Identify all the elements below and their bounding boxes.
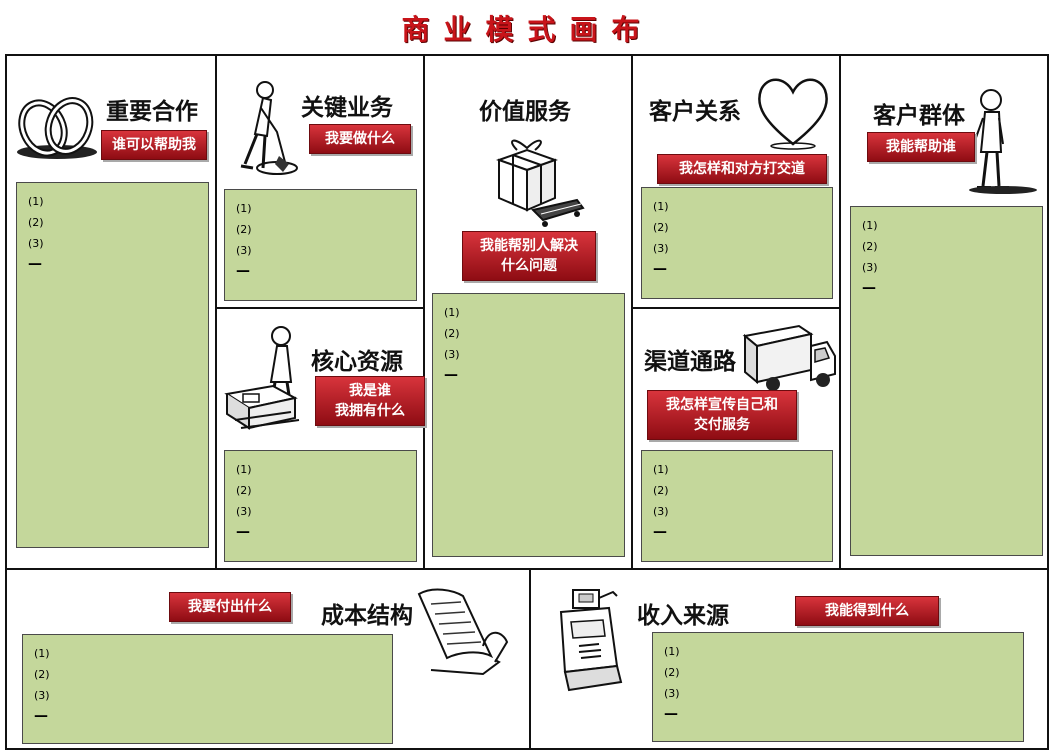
note-line: (1) xyxy=(653,463,669,476)
cost-structure-title: 成本结构 xyxy=(321,603,413,629)
note-line: (1) xyxy=(862,219,878,232)
note-line: (2) xyxy=(444,327,460,340)
truck-icon xyxy=(741,322,837,391)
channels-note: (1) (2) (3) — xyxy=(641,450,833,562)
divider xyxy=(215,56,217,568)
note-line: (2) xyxy=(653,484,669,497)
digging-man-icon xyxy=(227,80,299,178)
revenue-streams-title: 收入来源 xyxy=(637,603,729,629)
note-line: (3) xyxy=(28,237,44,250)
cost-structure-tag: 我要付出什么 xyxy=(169,592,291,622)
key-activities-note: (1) (2) (3) — xyxy=(224,189,417,301)
note-line: (1) xyxy=(444,306,460,319)
receipt-icon xyxy=(413,586,513,678)
note-line: (1) xyxy=(653,200,669,213)
note-line: — xyxy=(34,708,48,724)
note-line: (1) xyxy=(236,202,252,215)
note-line: — xyxy=(236,263,250,279)
business-model-canvas: 重要合作 谁可以帮助我 (1) (2) (3) — 关键业务 我要做什么 (1)… xyxy=(5,54,1049,750)
note-line: (3) xyxy=(664,687,680,700)
customer-segments-note: (1) (2) (3) — xyxy=(850,206,1043,556)
key-partners-tag: 谁可以帮助我 xyxy=(101,130,207,160)
cash-register-icon xyxy=(551,586,631,696)
divider xyxy=(839,56,841,568)
heart-icon xyxy=(755,72,831,150)
divider xyxy=(633,307,839,309)
note-line: (3) xyxy=(236,505,252,518)
note-line: (3) xyxy=(653,505,669,518)
divider xyxy=(423,56,425,568)
note-line: (2) xyxy=(653,221,669,234)
note-line: — xyxy=(28,256,42,272)
note-line: (1) xyxy=(28,195,44,208)
note-line: — xyxy=(862,280,876,296)
standing-man-icon xyxy=(969,86,1037,194)
key-resources-note: (1) (2) (3) — xyxy=(224,450,417,562)
divider xyxy=(217,307,423,309)
note-line: (2) xyxy=(664,666,680,679)
note-line: (2) xyxy=(34,668,50,681)
key-resources-title: 核心资源 xyxy=(311,349,403,375)
channels-title: 渠道通路 xyxy=(644,349,736,375)
note-line: (3) xyxy=(236,244,252,257)
customer-relationships-title: 客户关系 xyxy=(649,99,741,125)
rings-icon xyxy=(17,90,97,159)
note-line: (2) xyxy=(236,223,252,236)
note-line: — xyxy=(664,706,678,722)
key-partners-title: 重要合作 xyxy=(106,99,198,125)
man-with-machine-icon xyxy=(221,324,317,436)
revenue-streams-tag: 我能得到什么 xyxy=(795,596,939,626)
revenue-streams-note: (1) (2) (3) — xyxy=(652,632,1024,742)
note-line: (1) xyxy=(236,463,252,476)
divider xyxy=(529,570,531,750)
note-line: (3) xyxy=(444,348,460,361)
divider xyxy=(7,568,1047,570)
note-line: (1) xyxy=(664,645,680,658)
note-line: (2) xyxy=(236,484,252,497)
note-line: (3) xyxy=(862,261,878,274)
value-propositions-note: (1) (2) (3) — xyxy=(432,293,625,557)
note-line: — xyxy=(653,261,667,277)
customer-segments-title: 客户群体 xyxy=(873,103,965,129)
note-line: — xyxy=(444,367,458,383)
channels-tag: 我怎样宣传自己和 交付服务 xyxy=(647,390,797,440)
cost-structure-note: (1) (2) (3) — xyxy=(22,634,393,744)
customer-relationships-note: (1) (2) (3) — xyxy=(641,187,833,299)
customer-relationships-tag: 我怎样和对方打交道 xyxy=(657,154,827,184)
value-propositions-title: 价值服务 xyxy=(479,99,571,125)
gift-cart-icon xyxy=(493,138,585,227)
note-line: (2) xyxy=(28,216,44,229)
note-line: (3) xyxy=(653,242,669,255)
note-line: (2) xyxy=(862,240,878,253)
note-line: — xyxy=(653,524,667,540)
divider xyxy=(631,56,633,568)
key-activities-tag: 我要做什么 xyxy=(309,124,411,154)
note-line: (3) xyxy=(34,689,50,702)
note-line: (1) xyxy=(34,647,50,660)
key-partners-note: (1) (2) (3) — xyxy=(16,182,209,548)
key-activities-title: 关键业务 xyxy=(301,95,393,121)
customer-segments-tag: 我能帮助谁 xyxy=(867,132,975,162)
page-title: 商业模式画布 xyxy=(401,13,654,46)
value-propositions-tag: 我能帮别人解决 什么问题 xyxy=(462,231,596,281)
note-line: — xyxy=(236,524,250,540)
key-resources-tag: 我是谁 我拥有什么 xyxy=(315,376,425,426)
